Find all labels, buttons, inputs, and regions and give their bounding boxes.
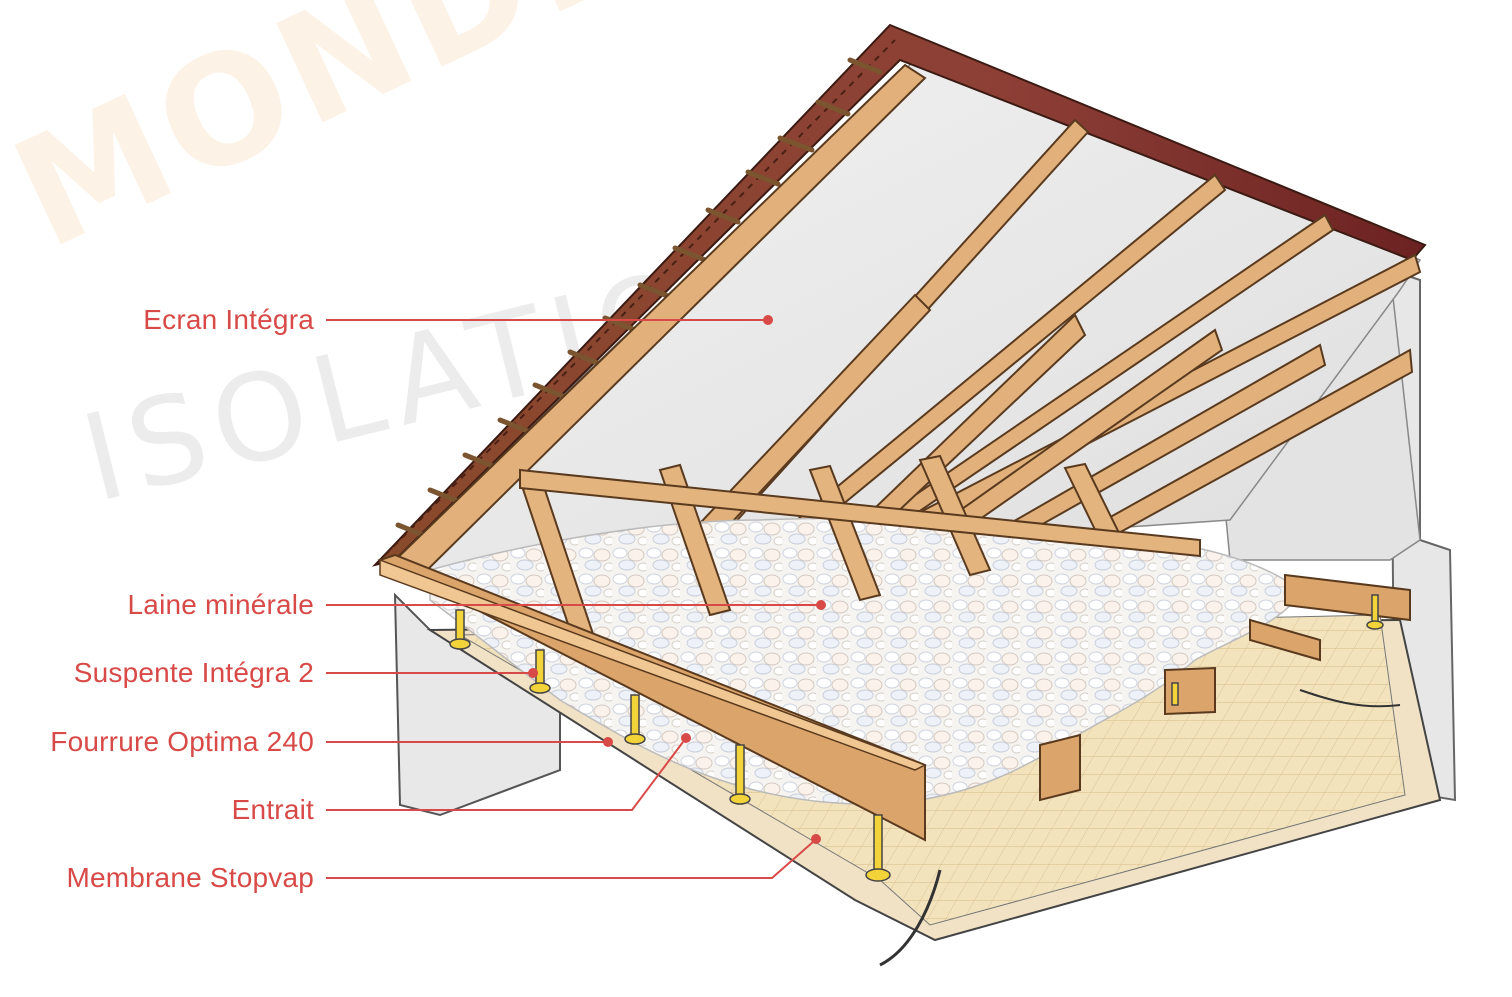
label-fourrure-optima-240: Fourrure Optima 240: [50, 726, 314, 757]
suspentes: [449, 594, 1384, 882]
label-suspente-integra-2: Suspente Intégra 2: [73, 657, 314, 688]
label-membrane-stopvap: Membrane Stopvap: [66, 862, 314, 893]
label-ecran-integra: Ecran Intégra: [143, 304, 314, 335]
roof-tiles: [371, 23, 1427, 567]
rafters: [383, 63, 1422, 674]
label-laine-minerale: Laine minérale: [127, 589, 314, 620]
label-entrait: Entrait: [231, 794, 314, 825]
truss-web: [518, 454, 1201, 662]
leader-lines: [326, 315, 826, 879]
